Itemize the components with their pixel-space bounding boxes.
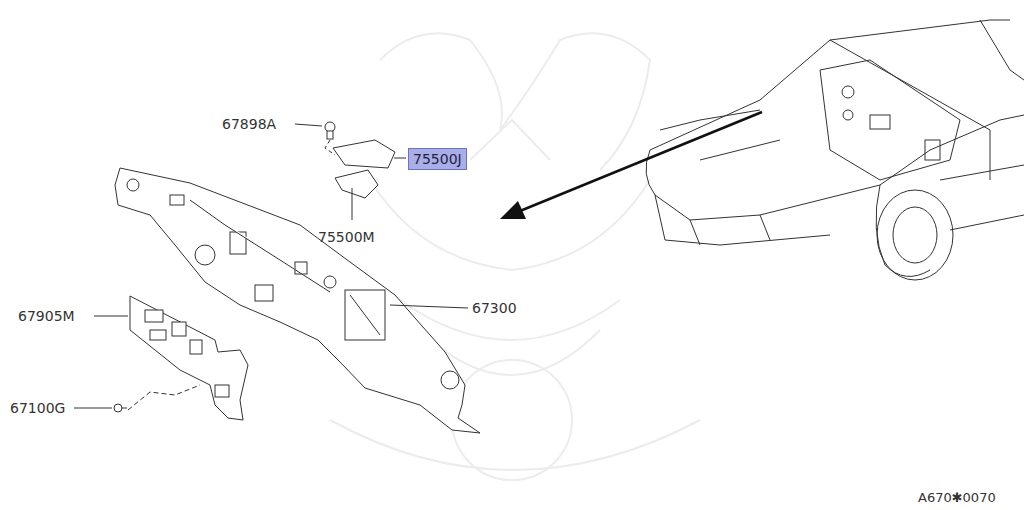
callout-number: 67905M — [18, 308, 75, 324]
highlight-box: 75500J — [408, 148, 467, 170]
part-number: 75500J — [413, 151, 466, 167]
dash-panel — [115, 168, 480, 433]
car-sketch — [646, 20, 1024, 280]
figure-code: A670✱0070 — [918, 490, 996, 506]
callout-number: 75500M — [318, 229, 375, 245]
callout-number: 67300 — [472, 300, 517, 316]
callout-number: 67898A — [222, 116, 276, 132]
callout-number: 67100G — [10, 400, 65, 416]
leader-lines — [74, 124, 468, 410]
parts — [114, 122, 395, 412]
pointer-arrow — [500, 112, 762, 219]
bracket — [130, 296, 248, 420]
watermark — [330, 33, 700, 480]
